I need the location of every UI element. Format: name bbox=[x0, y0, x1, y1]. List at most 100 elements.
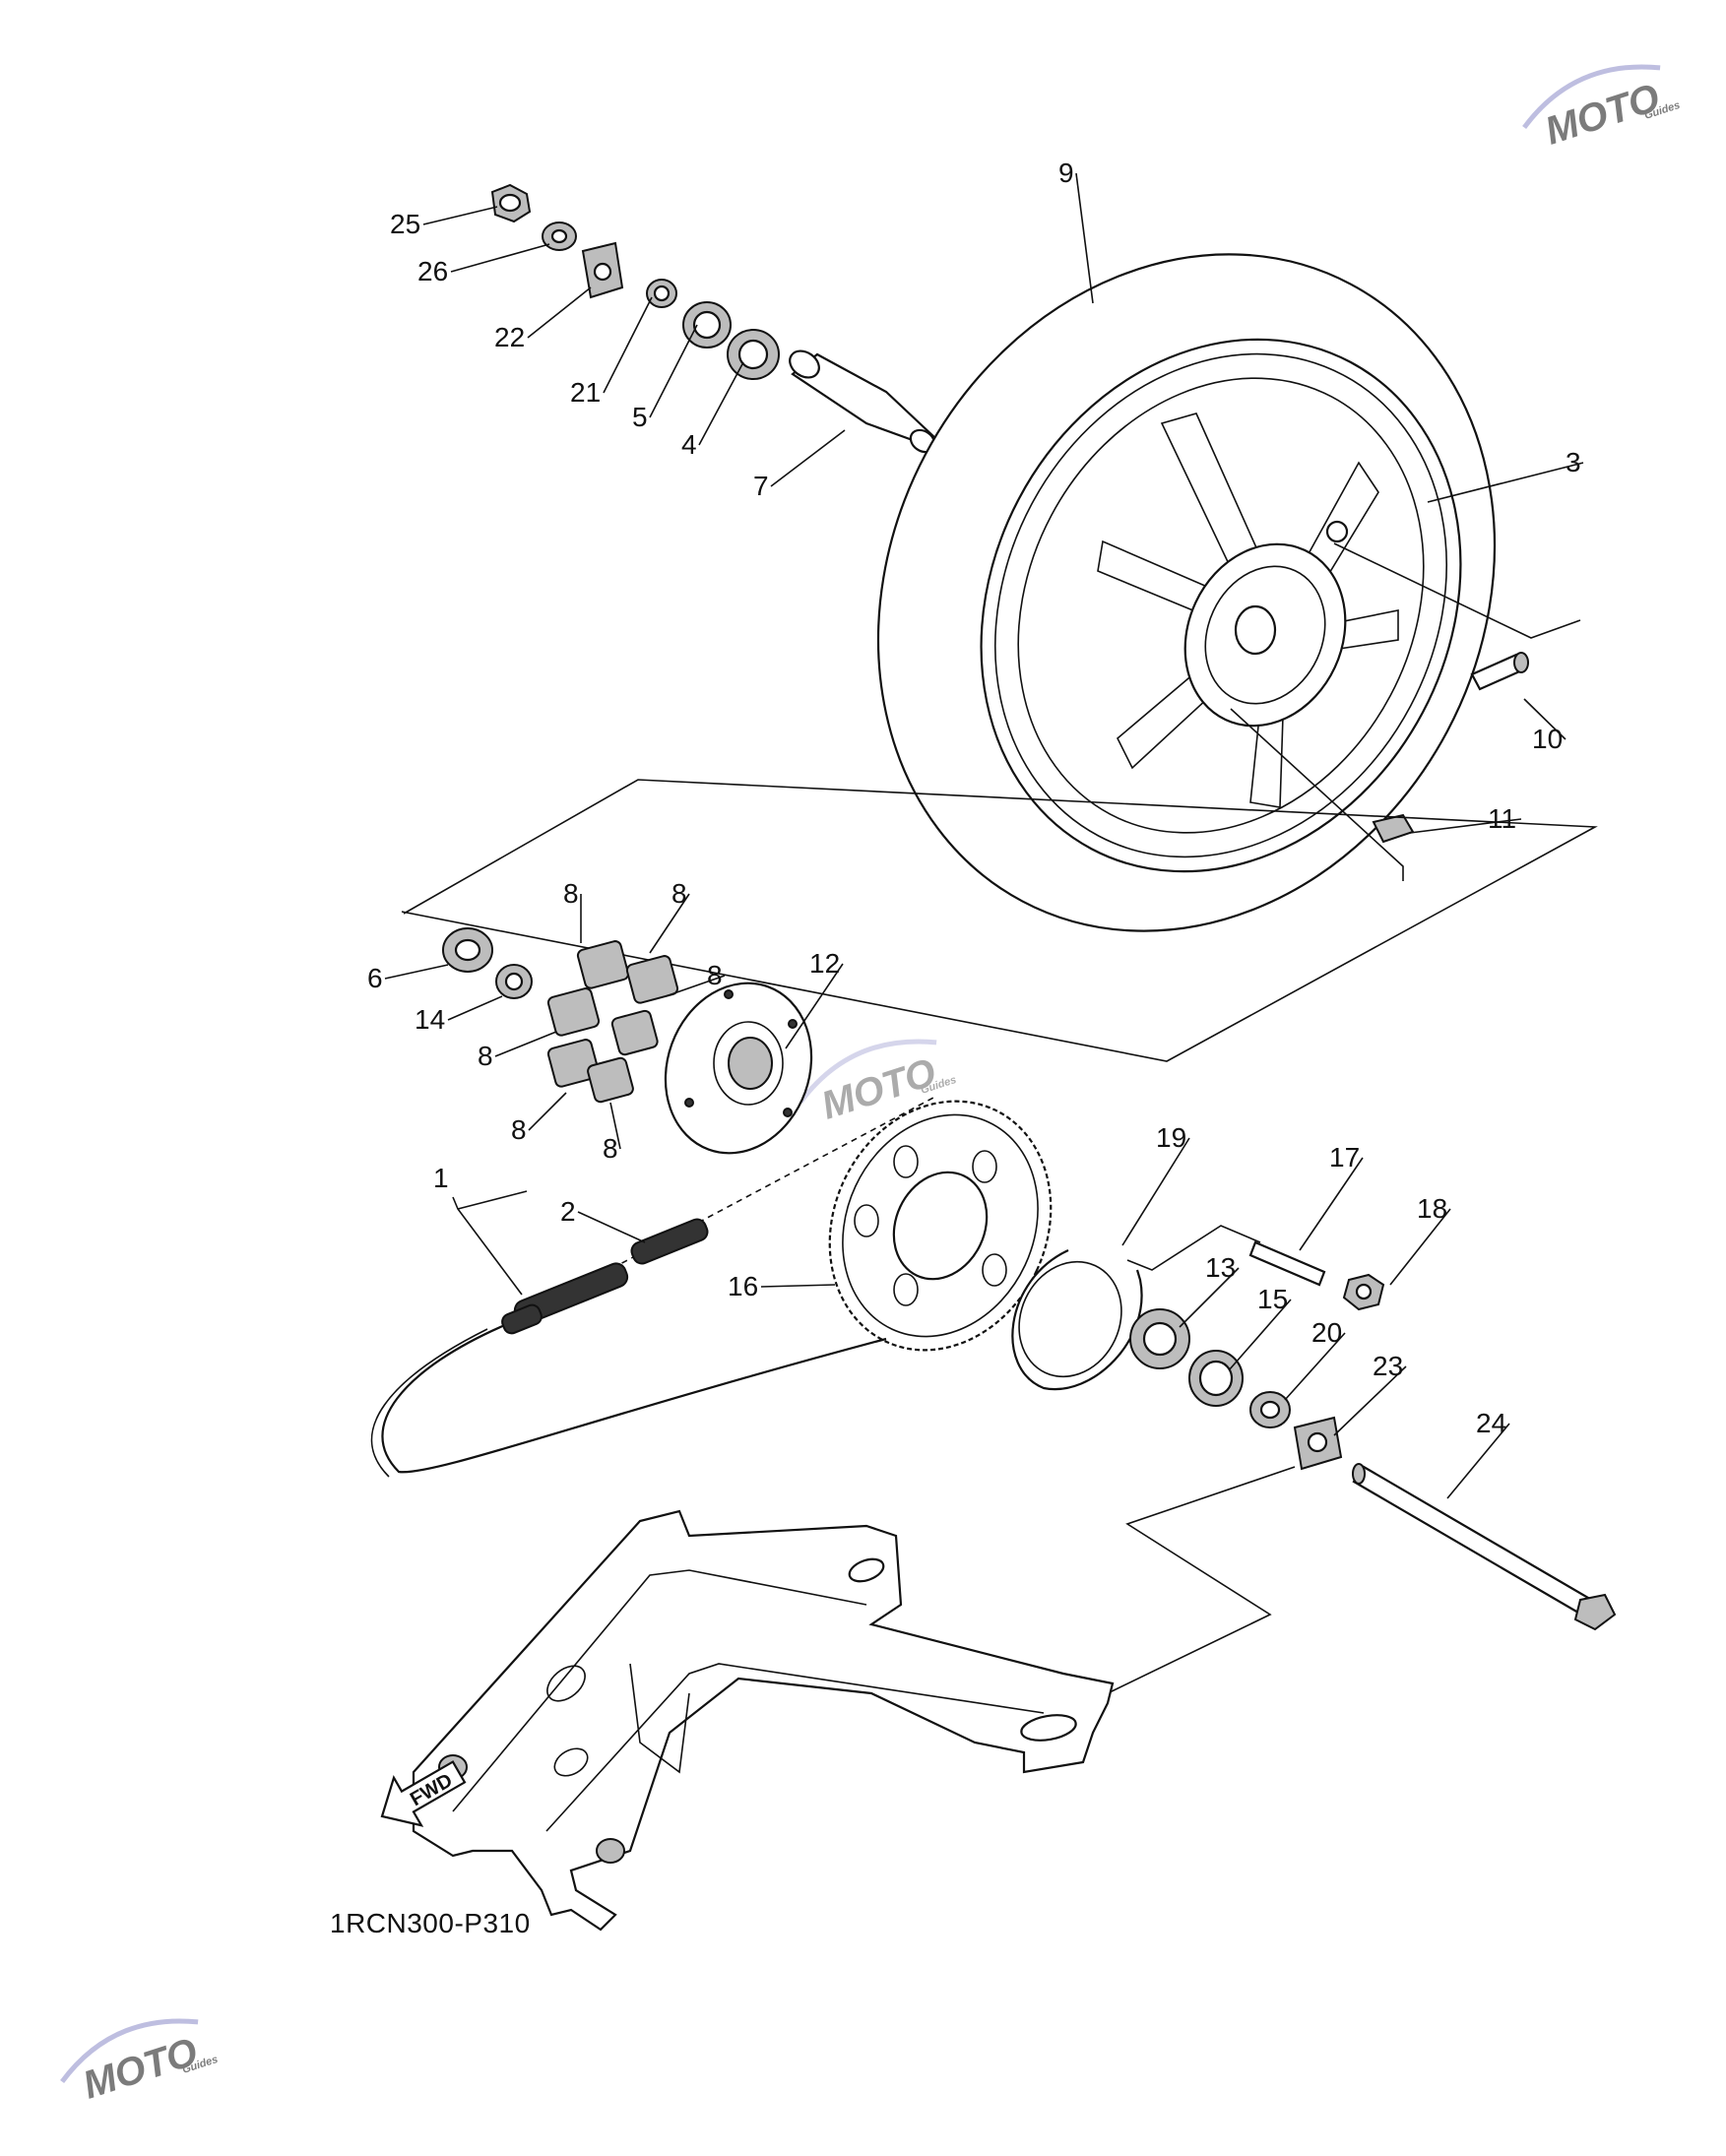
callout-number: 17 bbox=[1329, 1142, 1360, 1173]
leader-line bbox=[494, 1031, 557, 1057]
collar-14 bbox=[495, 964, 533, 999]
callout-23: 23 bbox=[1333, 1351, 1407, 1436]
callout-22: 22 bbox=[494, 286, 592, 352]
watermark-logo-bottom: MOTO Guides bbox=[60, 2018, 220, 2108]
wheel-spokes bbox=[1097, 412, 1399, 808]
leader-line bbox=[1299, 1157, 1364, 1251]
callout-8: 8 bbox=[563, 878, 582, 943]
collar-20 bbox=[1249, 1391, 1291, 1428]
sprocket-16 bbox=[828, 1100, 1053, 1352]
leader-line bbox=[1121, 1137, 1190, 1246]
callout-8: 8 bbox=[478, 1031, 557, 1071]
callout-number: 8 bbox=[511, 1114, 527, 1145]
diagram-code: 1RCN300-P310 bbox=[330, 1908, 531, 1938]
nut-25 bbox=[490, 183, 532, 223]
callout-number: 8 bbox=[603, 1133, 618, 1164]
bearing-6 bbox=[442, 927, 493, 973]
bearing-13 bbox=[1129, 1308, 1190, 1369]
callout-number: 9 bbox=[1058, 158, 1074, 188]
stud-17 bbox=[1248, 1240, 1326, 1287]
leader-line bbox=[528, 1092, 567, 1131]
leader-line bbox=[1389, 1208, 1451, 1286]
callout-19: 19 bbox=[1121, 1122, 1190, 1246]
callout-number: 5 bbox=[632, 402, 648, 432]
callout-number: 20 bbox=[1311, 1317, 1342, 1348]
callout-number: 6 bbox=[367, 963, 383, 993]
leader-line bbox=[649, 893, 690, 954]
callout-number: 3 bbox=[1566, 447, 1581, 477]
callout-4: 4 bbox=[681, 361, 744, 460]
leader-line bbox=[665, 975, 726, 997]
leader-1b bbox=[457, 1190, 528, 1210]
callout-number: 8 bbox=[671, 878, 687, 909]
callout-number: 22 bbox=[494, 322, 525, 352]
callout-18: 18 bbox=[1389, 1193, 1451, 1286]
callout-26: 26 bbox=[417, 243, 550, 286]
leader-line bbox=[1284, 1332, 1346, 1401]
leader-line bbox=[447, 995, 503, 1021]
leader-line bbox=[422, 206, 498, 225]
callout-number: 4 bbox=[681, 429, 697, 460]
watermark-logo-top: MOTO Guides bbox=[1522, 64, 1682, 154]
callout-6: 6 bbox=[367, 963, 449, 993]
callout-11: 11 bbox=[1409, 803, 1522, 834]
callout-8: 8 bbox=[603, 1102, 621, 1164]
wheel-3 bbox=[980, 338, 1462, 873]
callout-number: 2 bbox=[560, 1196, 576, 1227]
callout-number: 13 bbox=[1205, 1252, 1236, 1283]
leader-1 bbox=[452, 1196, 523, 1296]
leader-line bbox=[1075, 172, 1094, 304]
callout-7: 7 bbox=[753, 429, 846, 501]
clutch-hub-12 bbox=[664, 982, 813, 1155]
callout-number: 7 bbox=[753, 471, 769, 501]
washer-26 bbox=[542, 222, 577, 251]
leader-line bbox=[527, 286, 592, 339]
axle-frame-lines bbox=[1107, 1225, 1296, 1694]
nut-18 bbox=[1342, 1273, 1385, 1311]
leader-line bbox=[450, 243, 550, 273]
callout-number: 14 bbox=[415, 1004, 445, 1035]
leader-line bbox=[1427, 462, 1584, 503]
leader-line bbox=[785, 963, 844, 1049]
chain-joint-1 bbox=[501, 1262, 629, 1335]
callout-15: 15 bbox=[1228, 1284, 1292, 1371]
callout-number: 1 bbox=[433, 1163, 449, 1193]
leader-line bbox=[1179, 1267, 1240, 1328]
leader-line bbox=[1446, 1423, 1510, 1499]
callout-number: 18 bbox=[1417, 1193, 1447, 1224]
callout-25: 25 bbox=[390, 206, 498, 239]
leader-line bbox=[698, 361, 744, 446]
leader-line bbox=[1333, 1365, 1407, 1436]
callout-number: 8 bbox=[478, 1041, 493, 1071]
callout-16: 16 bbox=[728, 1271, 836, 1301]
callout-14: 14 bbox=[415, 995, 503, 1035]
callout-number: 8 bbox=[563, 878, 579, 909]
callout-21: 21 bbox=[570, 296, 653, 408]
callout-2: 2 bbox=[560, 1196, 646, 1243]
callout-number: 21 bbox=[570, 377, 601, 408]
leader-line bbox=[609, 1102, 621, 1150]
collar-21 bbox=[646, 279, 677, 308]
callout-17: 17 bbox=[1299, 1142, 1364, 1251]
valve-10 bbox=[1470, 652, 1529, 691]
callout-12: 12 bbox=[785, 948, 844, 1049]
seal-15 bbox=[1188, 1350, 1244, 1407]
plate-22 bbox=[581, 241, 624, 299]
leader-line bbox=[760, 1284, 836, 1288]
callout-number: 16 bbox=[728, 1271, 758, 1301]
callout-20: 20 bbox=[1284, 1317, 1346, 1401]
spacer-7 bbox=[789, 349, 938, 454]
callout-8: 8 bbox=[665, 960, 726, 997]
leader-line bbox=[384, 964, 449, 980]
adjuster-plate-23 bbox=[1293, 1416, 1343, 1471]
callout-number: 11 bbox=[1488, 803, 1516, 834]
callout-number: 25 bbox=[390, 209, 420, 239]
leader-line bbox=[1228, 1299, 1292, 1371]
callout-8: 8 bbox=[649, 878, 690, 954]
callout-number: 10 bbox=[1532, 724, 1563, 754]
wheel-assembly-frame bbox=[401, 542, 1598, 1062]
leader-line bbox=[577, 1211, 646, 1243]
